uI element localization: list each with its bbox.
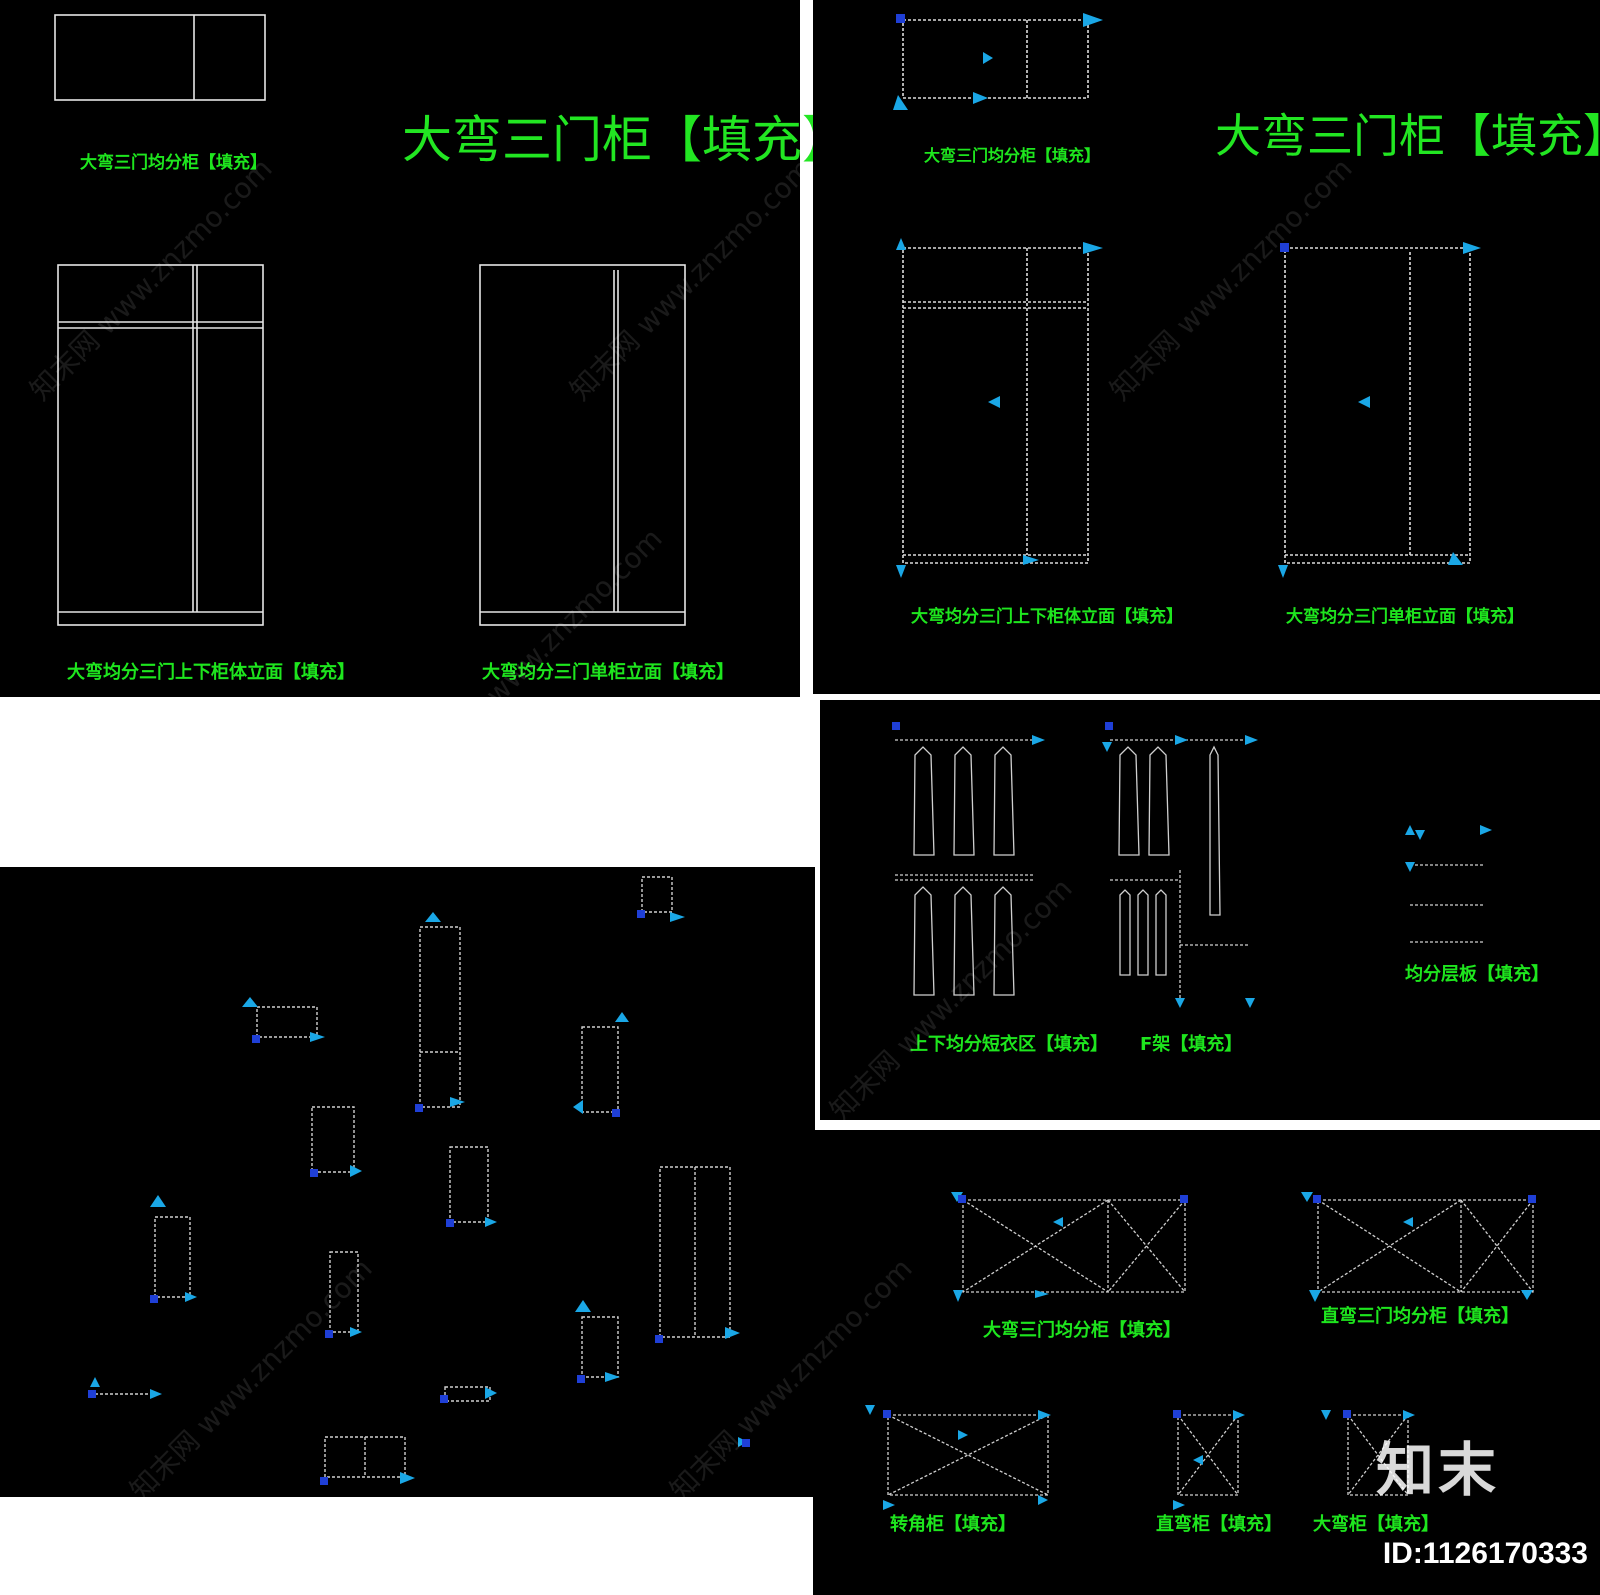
panel-e-label-3: 转角柜【填充】 <box>890 1514 1016 1535</box>
top-cabinet <box>54 14 266 101</box>
panel-e-label-4: 直弯柜【填充】 <box>1156 1514 1282 1535</box>
panel-b-drawing <box>893 13 1481 578</box>
panel-a-label-top: 大弯三门均分柜【填充】 <box>80 153 267 173</box>
brand-logo: 知末 <box>1375 1436 1500 1504</box>
panel-a-title: 大弯三门柜【填充】 <box>402 111 852 169</box>
panel-b-label-left: 大弯均分三门上下柜体立面【填充】 <box>911 607 1183 627</box>
single-cabinet <box>479 264 686 626</box>
panel-e-drawing <box>865 1192 1536 1510</box>
panel-d-label-shelf: 均分层板【填充】 <box>1405 964 1549 985</box>
panel-elevations-selected: 大弯三门柜【填充】 大弯三门均分柜【填充】 大弯均分三门上下柜体立面【填充】 大… <box>813 0 1600 694</box>
panel-c-drawing <box>88 876 750 1485</box>
panel-a-label-right: 大弯均分三门单柜立面【填充】 <box>482 662 734 683</box>
asset-id: ID:1126170333 <box>1382 1537 1588 1570</box>
panel-e-label-2: 直弯三门均分柜【填充】 <box>1321 1306 1519 1327</box>
panel-e-label-5: 大弯柜【填充】 <box>1313 1514 1439 1535</box>
panel-e-label-1: 大弯三门均分柜【填充】 <box>983 1320 1181 1341</box>
panel-elevations-plain: 大弯三门柜【填充】 大弯三门均分柜【填充】 大弯均分三门上下柜体立面【填充】 大… <box>0 0 852 697</box>
panel-d-label-f: F架【填充】 <box>1140 1034 1243 1055</box>
upper-lower-cabinet <box>57 264 264 626</box>
panel-a-label-left: 大弯均分三门上下柜体立面【填充】 <box>67 662 355 683</box>
panel-a-drawing <box>54 14 686 626</box>
panel-d-label-clothes: 上下均分短衣区【填充】 <box>910 1034 1108 1055</box>
panel-scattered-blocks <box>0 867 815 1497</box>
panel-clothes-area: 上下均分短衣区【填充】 F架【填充】 均分层板【填充】 <box>820 700 1600 1120</box>
panel-b-label-top: 大弯三门均分柜【填充】 <box>924 146 1101 165</box>
panel-d-drawing <box>892 722 1492 1008</box>
panel-b-label-right: 大弯均分三门单柜立面【填充】 <box>1286 607 1524 627</box>
panel-b-title: 大弯三门柜【填充】 <box>1215 109 1600 163</box>
panel-plan-views: 大弯三门均分柜【填充】 直弯三门均分柜【填充】 转角柜【填充】 直弯柜【填充】 … <box>813 1130 1600 1595</box>
